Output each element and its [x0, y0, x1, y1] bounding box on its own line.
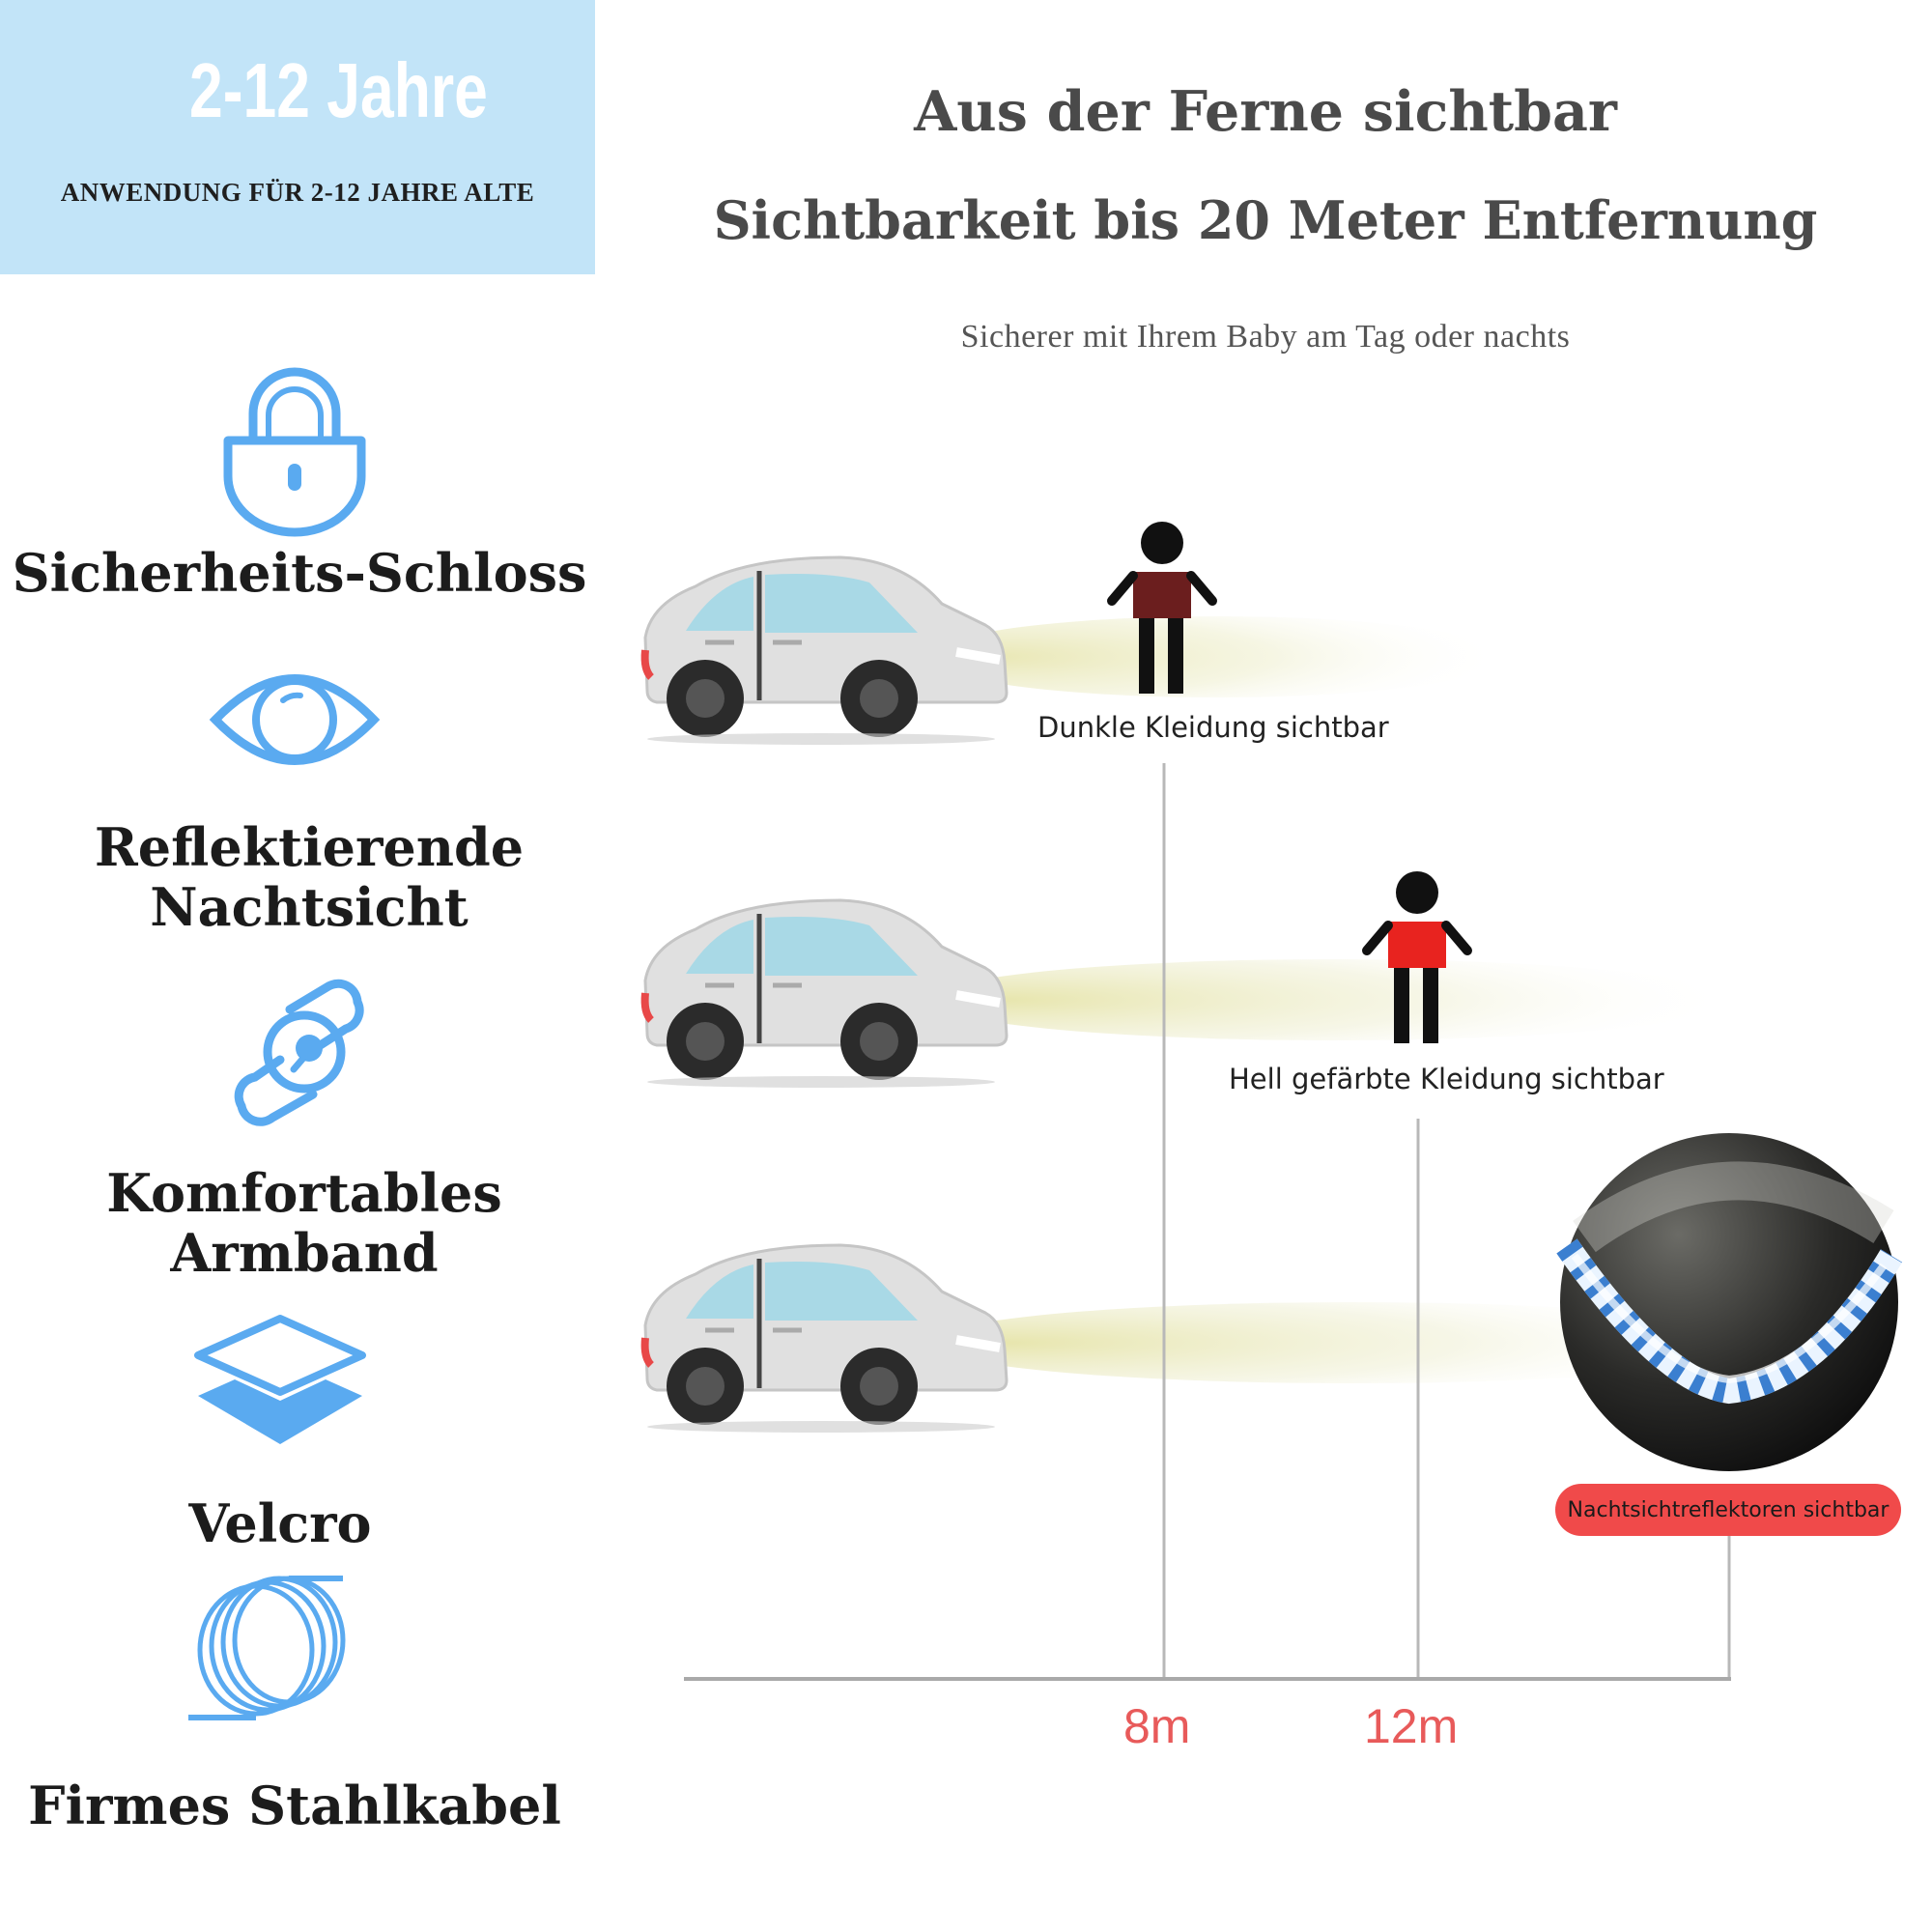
pedestrian-dark: [1107, 522, 1217, 694]
tagline: Sicherer mit Ihrem Baby am Tag oder nach…: [960, 319, 1571, 355]
feature-label-cable: Firmes Stahlkabel: [28, 1775, 561, 1836]
page-title: Aus der Ferne sichtbar: [914, 79, 1617, 144]
distance-8m: 8m: [1123, 1699, 1191, 1753]
car-2: [640, 898, 1009, 1088]
label-dark-clothing: Dunkle Kleidung sichtbar: [1037, 711, 1389, 744]
reflector-badge: Nachtsichtreflektoren sichtbar: [1555, 1484, 1901, 1536]
shirt-dark: [1133, 572, 1191, 618]
feature-label-armband: Komfortables Armband: [106, 1162, 502, 1284]
car-1: [640, 555, 1009, 745]
headlight-beam-1: [927, 616, 1507, 697]
eye-icon: [209, 674, 381, 765]
coil-icon: [188, 1576, 346, 1720]
age-range-title: 2-12 Jahre: [189, 47, 488, 133]
age-banner: [0, 0, 595, 274]
feature-label-lock: Sicherheits-Schloss: [12, 542, 587, 604]
distance-12m: 12m: [1364, 1699, 1459, 1753]
shirt-light: [1388, 922, 1446, 968]
pedestrian-light: [1362, 871, 1472, 1043]
headlight-beam-2: [927, 959, 1739, 1040]
lock-icon: [223, 367, 366, 537]
label-light-clothing: Hell gefärbte Kleidung sichtbar: [1229, 1063, 1664, 1095]
link-icon: [234, 979, 364, 1126]
label-reflector: Nachtsichtreflektoren sichtbar: [1567, 1497, 1889, 1522]
feature-label-reflective: Reflektierende Nachtsicht: [94, 816, 525, 938]
car-3: [640, 1243, 1009, 1433]
age-note: ANWENDUNG FÜR 2-12 JAHRE ALTE: [60, 178, 535, 207]
feature-label-velcro: Velcro: [188, 1492, 372, 1554]
layers-icon: [194, 1315, 366, 1444]
page-subtitle: Sichtbarkeit bis 20 Meter Entfernung: [713, 189, 1818, 251]
reflector-closeup: [1556, 1133, 1903, 1471]
